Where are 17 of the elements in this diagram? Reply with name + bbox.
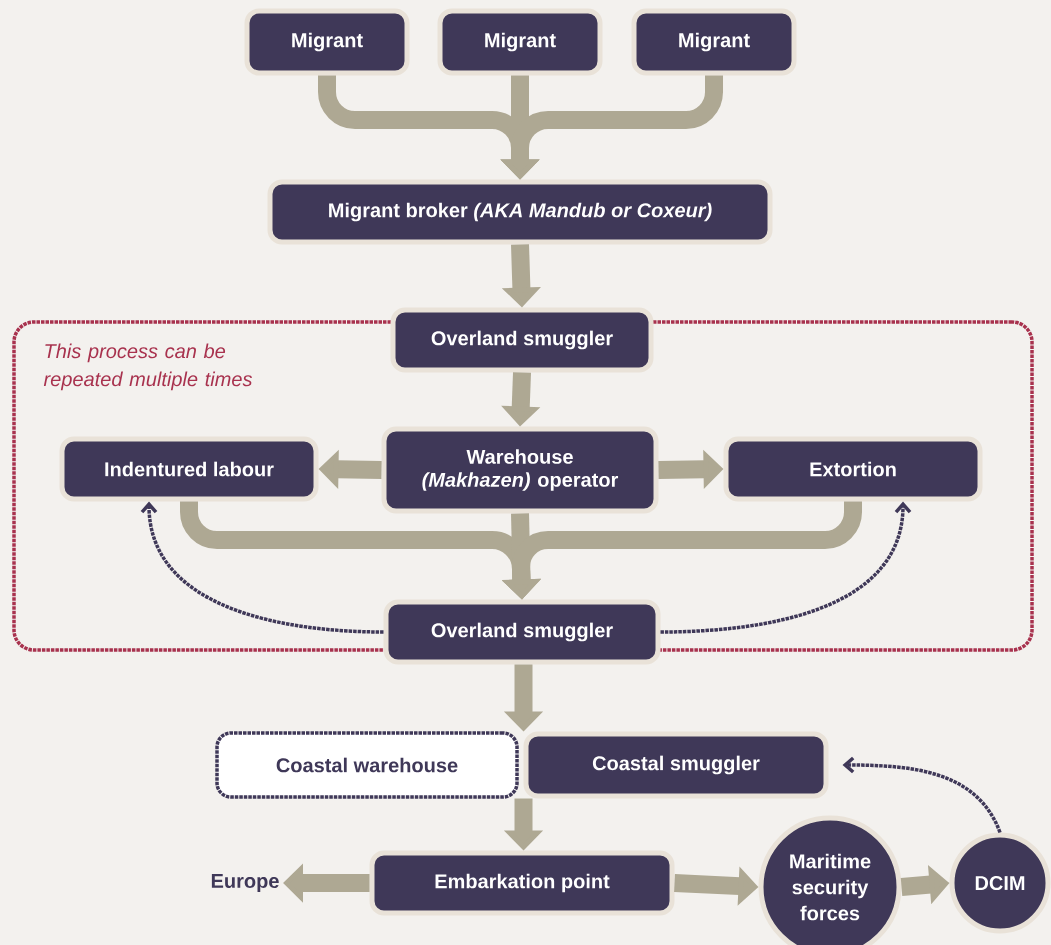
- process-box: Migrant broker (AKA Mandub or Coxeur): [267, 179, 773, 245]
- process-box: Overland smuggler: [390, 307, 654, 373]
- process-box: Overland smuggler: [383, 599, 661, 665]
- dotted-box: Coastal warehouse: [215, 731, 519, 799]
- process-box: Migrant: [244, 8, 410, 76]
- process-box: Migrant: [631, 8, 797, 76]
- dotted-arrow: [842, 756, 1002, 834]
- process-box: Migrant: [437, 8, 603, 76]
- destination-label: Europe: [211, 874, 279, 892]
- process-box: Warehouse (Makhazen) operator: [381, 426, 659, 514]
- note-text: This process can be repeated multiple times: [43, 343, 253, 391]
- dotted-arrow: [660, 501, 912, 634]
- process-box: Embarkation point: [369, 850, 675, 916]
- process-box: Indentured labour: [59, 436, 319, 502]
- process-box: Extortion: [723, 436, 983, 502]
- process-box: Coastal smuggler: [523, 731, 829, 799]
- dotted-arrow: [140, 501, 384, 634]
